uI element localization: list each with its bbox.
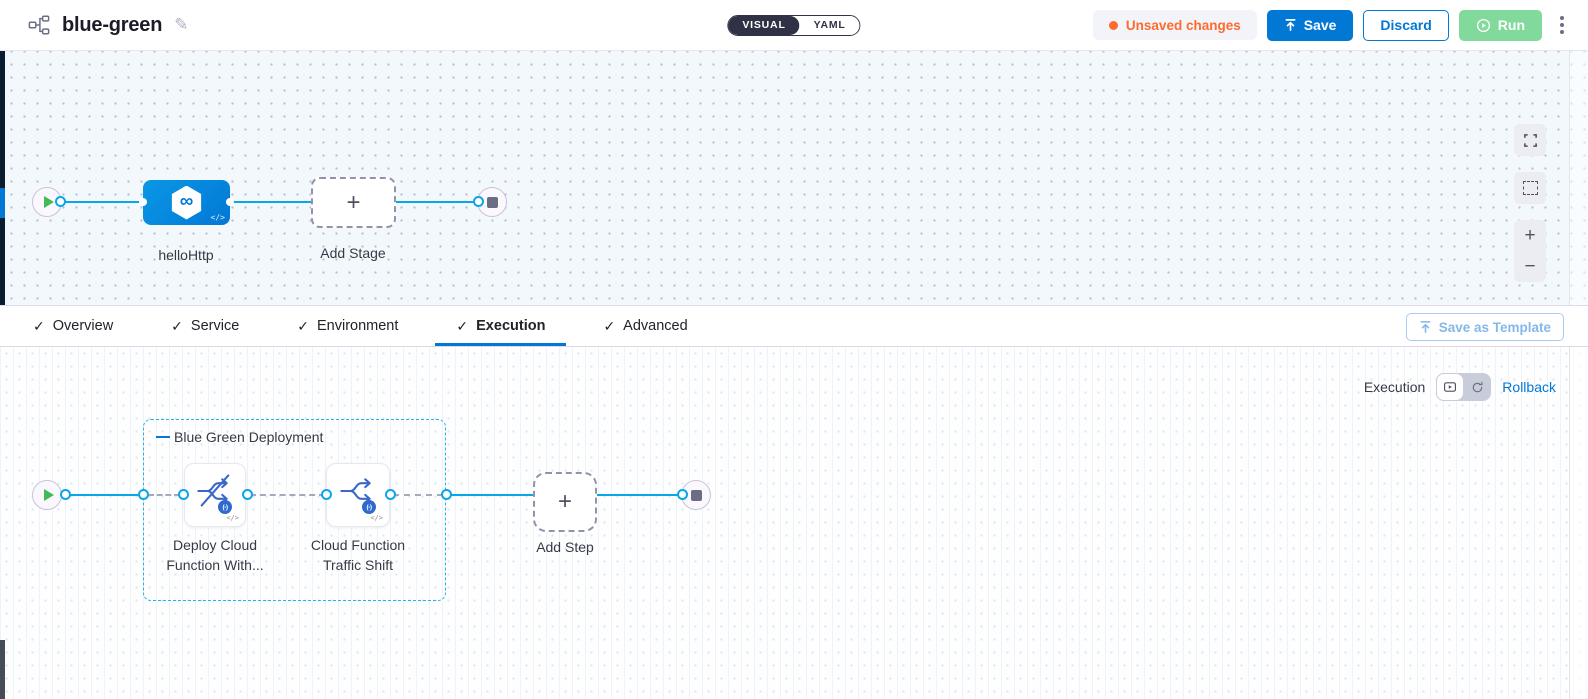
save-as-template-button[interactable]: Save as Template (1405, 313, 1564, 341)
edge-step2-groupend (393, 494, 443, 496)
page-title: blue-green (62, 13, 163, 36)
stop-icon (690, 489, 702, 501)
zoom-in-button[interactable]: + (1524, 225, 1536, 246)
check-icon: ✓ (456, 317, 469, 334)
edge-addstep-end (597, 494, 678, 496)
marquee-select-icon (1522, 181, 1538, 195)
edit-title-icon[interactable]: ✎ (174, 15, 189, 34)
tab-environment[interactable]: ✓ Environment (297, 317, 399, 335)
visual-toggle[interactable]: VISUAL (728, 15, 800, 35)
step-deploy-cloud-function[interactable]: (-) </> (184, 463, 246, 527)
start-port (55, 196, 66, 207)
edge-stage-addstage (230, 201, 312, 203)
stop-icon (486, 196, 498, 208)
check-icon: ✓ (171, 317, 183, 334)
tab-advanced[interactable]: ✓ Advanced (603, 317, 688, 335)
step2-left-port (321, 489, 332, 500)
stage-node-hellohttp[interactable]: ∞ </> (143, 180, 230, 225)
save-upload-icon (1285, 19, 1296, 31)
step1-left-port (178, 489, 189, 500)
end-port (473, 196, 484, 207)
execution-rollback-toggle[interactable] (1436, 373, 1492, 401)
stage-tabbar: ✓ Overview ✓ Service ✓ Environment ✓ Exe… (0, 305, 1588, 347)
execution-mode-controls: Execution Rollback (1364, 373, 1556, 401)
fullscreen-icon (1523, 133, 1537, 147)
step-traffic-shift[interactable]: (-) </> (326, 463, 390, 527)
custom-stage-icon: ∞ (171, 185, 202, 220)
left-edge-strip (0, 51, 5, 305)
header: blue-green ✎ VISUAL YAML Unsaved changes… (0, 0, 1588, 51)
unsaved-changes-badge: Unsaved changes (1092, 10, 1257, 40)
right-scroll-gutter[interactable] (1569, 51, 1588, 699)
group-right-port (441, 489, 452, 500)
edge-group-addstep (451, 494, 533, 496)
yaml-toggle[interactable]: YAML (799, 15, 860, 35)
tab-service[interactable]: ✓ Service (171, 317, 240, 335)
left-edge-strip-bottom (0, 640, 5, 699)
edge-step1-step2 (250, 494, 325, 496)
fullscreen-button[interactable] (1514, 124, 1546, 156)
check-icon: ✓ (297, 317, 309, 334)
add-step-button[interactable]: + (533, 472, 597, 532)
check-icon: ✓ (603, 317, 616, 334)
plus-icon: + (557, 488, 572, 515)
unsaved-dot-icon (1108, 20, 1118, 30)
step1-right-port (242, 489, 253, 500)
edge-group-step1 (148, 494, 180, 496)
save-button[interactable]: Save (1266, 9, 1354, 41)
run-button[interactable]: Run (1458, 9, 1542, 41)
start-port (60, 489, 71, 500)
group-left-port (138, 489, 149, 500)
tab-execution[interactable]: ✓ Execution (435, 306, 567, 346)
execution-mode-label: Execution (1363, 379, 1426, 395)
zoom-out-button[interactable]: − (1524, 256, 1536, 277)
collapse-dash-icon[interactable] (156, 435, 170, 439)
zoom-controls: + − (1514, 220, 1546, 282)
run-play-icon (1476, 18, 1490, 32)
add-stage-button[interactable]: + (311, 177, 396, 228)
execution-canvas[interactable]: Execution Rollback (0, 347, 1588, 699)
tab-overview[interactable]: ✓ Overview (33, 317, 114, 335)
step-group-blue-green[interactable]: Blue Green Deployment (143, 419, 446, 601)
step1-label: Deploy Cloud Function With... (166, 537, 264, 573)
edge-start-group (65, 494, 143, 496)
stage-canvas[interactable]: ∞ </> helloHttp + Add Stage + − (0, 51, 1588, 305)
start-play-icon (43, 196, 54, 208)
view-mode-toggle[interactable]: VISUAL YAML (727, 14, 861, 36)
group-title: Blue Green Deployment (156, 429, 323, 445)
add-step-label: Add Step (536, 539, 594, 555)
more-options-icon[interactable] (1552, 10, 1572, 40)
stage-left-dot (139, 198, 147, 206)
check-icon: ✓ (33, 317, 45, 334)
cloud-function-badge: (-) (362, 500, 376, 514)
step2-label: Cloud Function Traffic Shift (310, 537, 406, 573)
execution-start-node[interactable] (32, 480, 62, 510)
code-icon: </> (370, 514, 383, 522)
execution-mode-icon[interactable] (1436, 373, 1465, 401)
code-icon: </> (226, 514, 239, 522)
edge-start-stage (60, 201, 143, 203)
cloud-function-badge: (-) (218, 500, 232, 514)
add-stage-label: Add Stage (320, 245, 386, 261)
code-icon: </> (210, 213, 225, 222)
execution-end-port (677, 489, 688, 500)
stage-right-dot (226, 198, 234, 206)
start-play-icon (43, 489, 54, 501)
pipeline-icon (28, 14, 50, 36)
template-upload-icon (1420, 321, 1431, 333)
edge-addstage-end (395, 201, 479, 203)
discard-button[interactable]: Discard (1363, 9, 1449, 41)
rollback-link[interactable]: Rollback (1502, 379, 1556, 395)
stage-label: helloHttp (158, 247, 214, 263)
marquee-select-button[interactable] (1514, 172, 1546, 204)
step2-right-port (385, 489, 396, 500)
plus-icon: + (346, 188, 361, 216)
rollback-mode-icon[interactable] (1464, 381, 1491, 394)
